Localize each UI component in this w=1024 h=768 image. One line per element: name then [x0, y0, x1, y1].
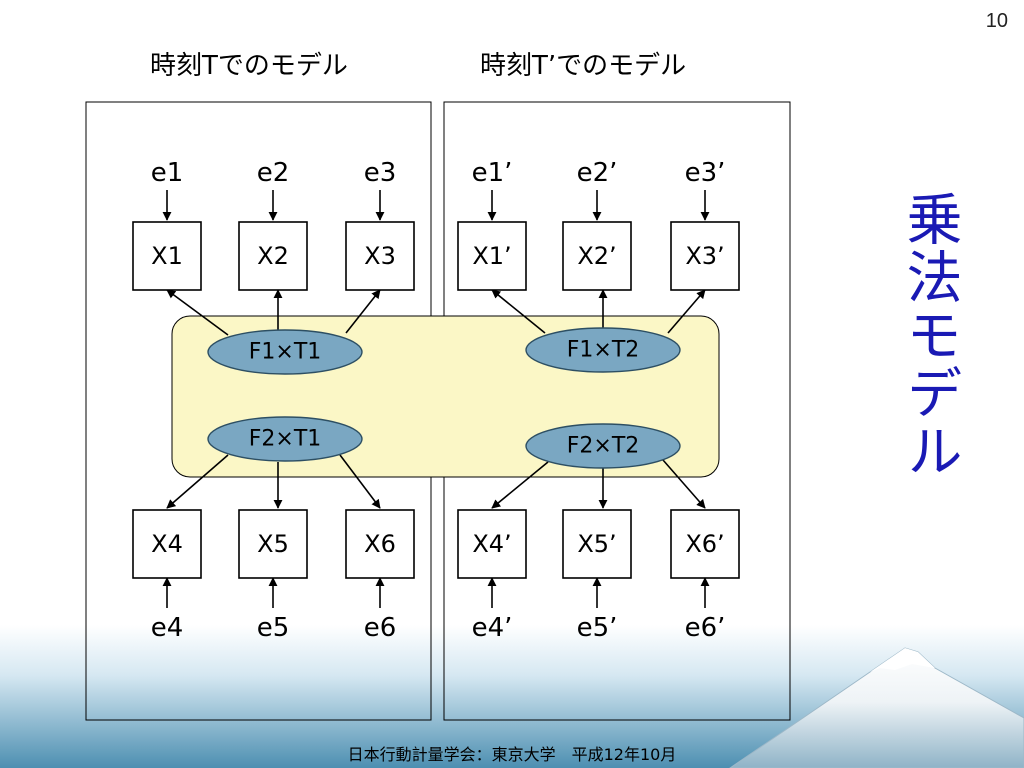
error-label: e4 — [151, 613, 184, 643]
observed-box — [562, 509, 632, 579]
factor-node — [207, 416, 363, 462]
error-label: e5’ — [577, 613, 618, 643]
observed-label: X3’ — [685, 242, 724, 270]
error-label: e6 — [364, 613, 397, 643]
error-label: e1’ — [472, 158, 513, 188]
observed-label: X6’ — [685, 530, 724, 558]
observed-label: X5’ — [577, 530, 616, 558]
observed-box — [457, 221, 527, 291]
observed-box — [345, 509, 415, 579]
side-title: 乗法モデル — [897, 190, 962, 480]
panel-title-time-t-prime: 時刻T’でのモデル — [480, 51, 687, 81]
observed-box — [132, 509, 202, 579]
factor-node — [525, 327, 681, 373]
mountain-snow — [870, 648, 935, 672]
factor-label: F2×T1 — [249, 427, 322, 452]
observed-label: X3 — [364, 242, 396, 270]
factor-label: F1×T1 — [249, 340, 322, 365]
error-label: e3’ — [685, 158, 726, 188]
observed-label: X5 — [257, 530, 289, 558]
factor-label: F1×T2 — [567, 338, 640, 363]
error-label: e4’ — [472, 613, 513, 643]
panel-title-time-t: 時刻Tでのモデル — [150, 51, 348, 81]
page-number: 10 — [985, 10, 1008, 32]
observed-label: X4’ — [472, 530, 511, 558]
error-label: e1 — [151, 158, 184, 188]
error-label: e2 — [257, 158, 290, 188]
observed-label: X1 — [151, 242, 183, 270]
observed-label: X2’ — [577, 242, 616, 270]
observed-box — [238, 221, 308, 291]
observed-box — [132, 221, 202, 291]
observed-box — [238, 509, 308, 579]
observed-label: X1’ — [472, 242, 511, 270]
footer-text: 日本行動計量学会：東京大学 平成12年10月 — [347, 745, 677, 764]
observed-label: X4 — [151, 530, 183, 558]
error-label: e6’ — [685, 613, 726, 643]
error-label: e5 — [257, 613, 290, 643]
observed-box — [670, 221, 740, 291]
observed-box — [345, 221, 415, 291]
factor-node — [525, 423, 681, 469]
observed-box — [670, 509, 740, 579]
factor-label: F2×T2 — [567, 434, 640, 459]
error-label: e2’ — [577, 158, 618, 188]
error-label: e3 — [364, 158, 397, 188]
observed-box — [457, 509, 527, 579]
observed-label: X6 — [364, 530, 396, 558]
observed-box — [562, 221, 632, 291]
observed-label: X2 — [257, 242, 289, 270]
factor-node — [207, 329, 363, 375]
